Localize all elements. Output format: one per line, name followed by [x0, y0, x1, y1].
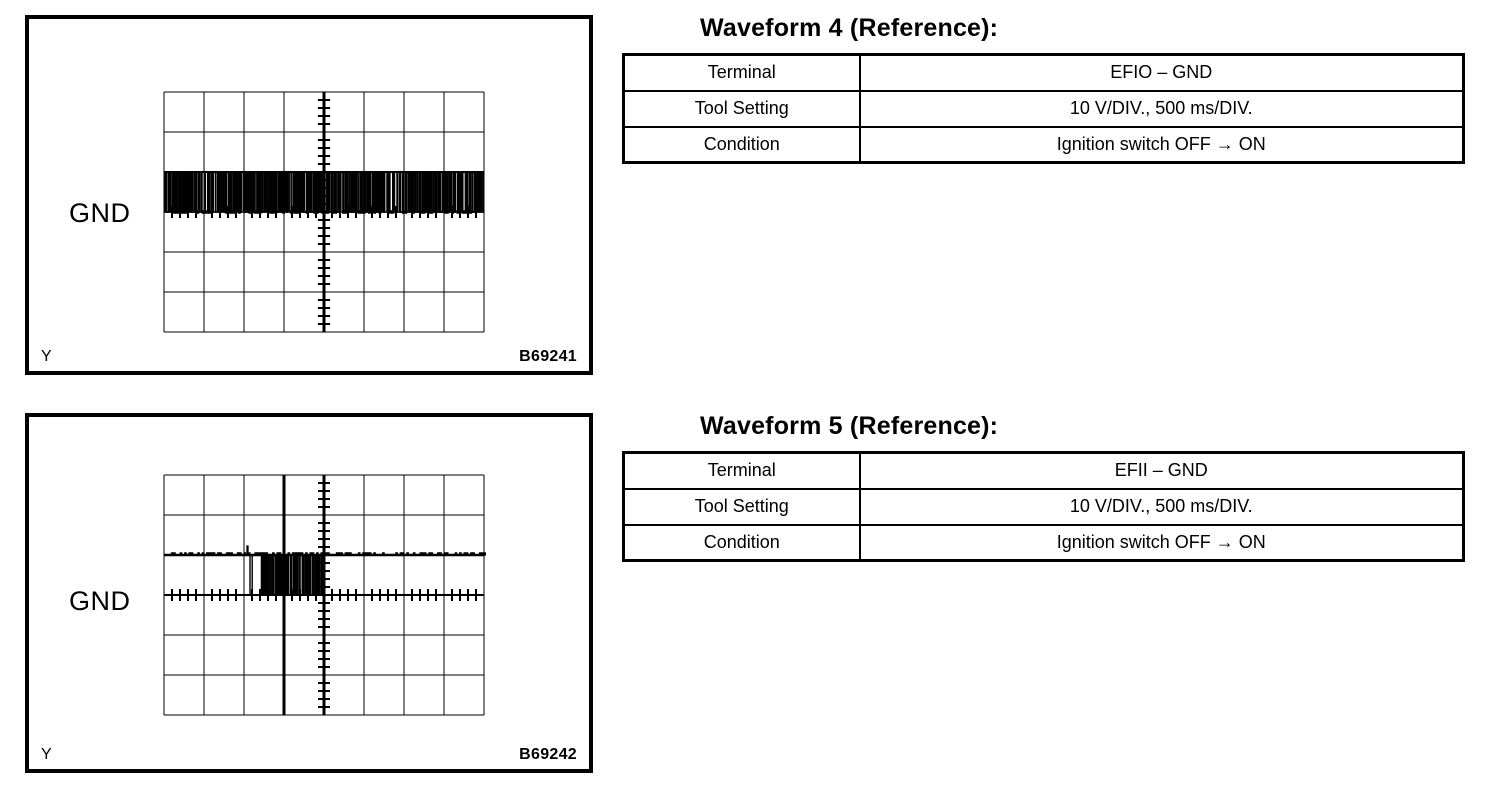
table-row: Condition Ignition switch OFF → ON [622, 523, 1465, 562]
waveform-5-heading: Waveform 5 (Reference): [700, 412, 999, 440]
waveform-4-spec-table: Terminal EFIO – GND Tool Setting 10 V/DI… [622, 53, 1465, 164]
figure-reference-code: B69241 [519, 348, 577, 365]
scope-inner-2: GND Y B69242 [29, 417, 589, 769]
spec-label-tool-setting: Tool Setting [622, 89, 861, 128]
waveform-5-spec-block: Waveform 5 (Reference): Terminal EFII – … [622, 412, 1465, 562]
spec-label-condition: Condition [622, 125, 861, 164]
gnd-label: GND [69, 198, 131, 228]
oscilloscope-panel-waveform-5: GND Y B69242 [25, 413, 593, 773]
table-row: Terminal EFIO – GND [622, 53, 1465, 92]
table-row: Tool Setting 10 V/DIV., 500 ms/DIV. [622, 487, 1465, 526]
spec-value-terminal: EFIO – GND [858, 53, 1465, 92]
corner-orientation-mark: Y [41, 746, 52, 763]
oscilloscope-trace-waveform-4 [163, 91, 485, 333]
scope-inner-1: GND Y B69241 [29, 19, 589, 371]
spec-label-tool-setting: Tool Setting [622, 487, 861, 526]
spec-label-terminal: Terminal [622, 53, 861, 92]
spec-label-terminal: Terminal [622, 451, 861, 490]
gnd-label: GND [69, 586, 131, 616]
spec-value-condition: Ignition switch OFF → ON [858, 523, 1465, 562]
spec-value-tool-setting: 10 V/DIV., 500 ms/DIV. [858, 487, 1465, 526]
corner-orientation-mark: Y [41, 348, 52, 365]
oscilloscope-panel-waveform-4: GND Y B69241 [25, 15, 593, 375]
waveform-4-heading: Waveform 4 (Reference): [700, 14, 999, 42]
spec-label-condition: Condition [622, 523, 861, 562]
spec-value-tool-setting: 10 V/DIV., 500 ms/DIV. [858, 89, 1465, 128]
waveform-5-spec-table: Terminal EFII – GND Tool Setting 10 V/DI… [622, 451, 1465, 562]
table-row: Tool Setting 10 V/DIV., 500 ms/DIV. [622, 89, 1465, 128]
oscilloscope-trace-waveform-5 [163, 474, 486, 716]
waveform-4-spec-block: Waveform 4 (Reference): Terminal EFIO – … [622, 14, 1465, 164]
table-row: Terminal EFII – GND [622, 451, 1465, 490]
spec-value-terminal: EFII – GND [858, 451, 1465, 490]
table-row: Condition Ignition switch OFF → ON [622, 125, 1465, 164]
spec-value-condition: Ignition switch OFF → ON [858, 125, 1465, 164]
figure-reference-code: B69242 [519, 746, 577, 763]
